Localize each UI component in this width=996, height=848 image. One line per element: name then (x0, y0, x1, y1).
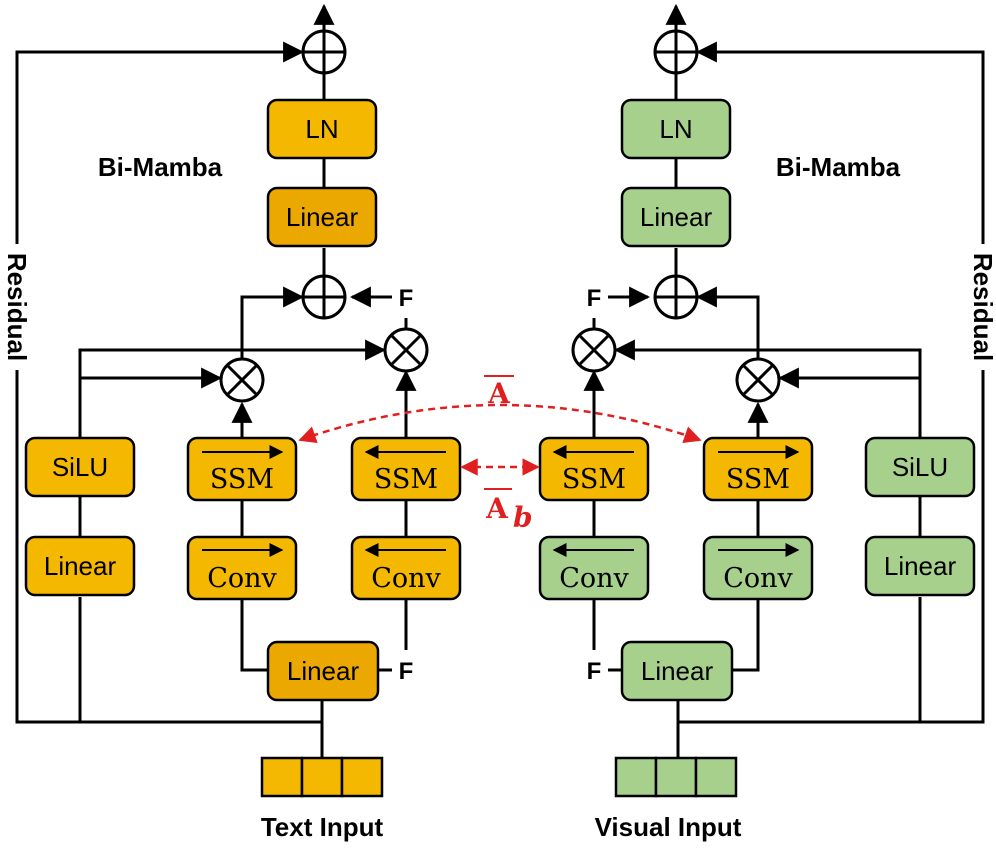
right-linear-in-label: Linear (641, 656, 714, 686)
left-bwd-multiply-icon (383, 327, 429, 373)
right-linear-gate-label: Linear (884, 551, 957, 581)
right-fwd-multiply-icon (735, 357, 781, 403)
right-silu-label: SiLU (892, 452, 948, 482)
right-sum-add-icon (653, 274, 699, 320)
left-linear-gate-block: Linear (24, 535, 136, 597)
text-input-tokens (260, 756, 384, 798)
left-flip-bottom-label: F (399, 658, 414, 685)
right-flip-bottom-label: F (587, 658, 602, 685)
right-residual-label: Residual (968, 253, 996, 361)
right-conv-fwd-block: Conv (702, 535, 814, 601)
left-conv-bwd-block: Conv (350, 535, 462, 601)
left-ln-label: LN (305, 114, 338, 144)
left-linear-out-label: Linear (286, 202, 359, 232)
right-ln-label: LN (659, 114, 692, 144)
right-bimamba-title: Bi-Mamba (776, 152, 901, 182)
visual-input-tokens (614, 756, 738, 798)
left-fwd-multiply-icon (219, 357, 265, 403)
left-bimamba-title: Bi-Mamba (98, 152, 223, 182)
left-silu-block: SiLU (24, 436, 136, 498)
left-conv-bwd-label: Conv (371, 563, 441, 594)
left-linear-in-block: Linear (266, 640, 380, 702)
left-linear-in-label: Linear (287, 656, 360, 686)
left-ssm-fwd-block: SSM (186, 436, 298, 502)
left-connections (15, 3, 417, 758)
right-blocks: LN Linear SiLU Linear SSM SSM Conv (538, 98, 976, 798)
shared-Ab-subscript: b (513, 501, 533, 534)
text-input-label: Text Input (261, 812, 384, 842)
left-conv-fwd-block: Conv (186, 535, 298, 601)
right-ssm-fwd-block: SSM (702, 436, 814, 502)
right-connections (583, 3, 985, 758)
right-flip-top-label: F (587, 285, 602, 312)
right-conv-fwd-label: Conv (723, 563, 793, 594)
right-linear-gate-block: Linear (864, 535, 976, 597)
labels: Bi-Mamba Bi-Mamba Text Input Visual Inpu… (2, 152, 996, 842)
operators (219, 29, 781, 403)
right-linear-in-block: Linear (620, 640, 734, 702)
left-conv-fwd-label: Conv (207, 563, 277, 594)
right-conv-bwd-block: Conv (538, 535, 650, 601)
left-ssm-bwd-block: SSM (350, 436, 462, 502)
left-sum-add-icon (301, 274, 347, 320)
left-silu-label: SiLU (52, 452, 108, 482)
right-top-add-icon (653, 29, 699, 75)
left-residual-line (15, 41, 322, 724)
shared-A-arrow (298, 403, 702, 444)
left-ssm-fwd-label: SSM (210, 464, 274, 495)
left-ssm-bwd-label: SSM (374, 464, 438, 495)
right-residual-line (678, 41, 985, 724)
right-linear-out-label: Linear (640, 202, 713, 232)
left-linear-out-block: Linear (266, 186, 378, 248)
right-ssm-fwd-label: SSM (726, 464, 790, 495)
left-ln-block: LN (266, 98, 378, 160)
right-conv-bwd-label: Conv (559, 563, 629, 594)
visual-input-label: Visual Input (595, 812, 742, 842)
left-residual-label: Residual (2, 253, 32, 361)
right-ssm-bwd-block: SSM (538, 436, 650, 502)
shared-params (298, 403, 702, 476)
left-flip-top-label: F (399, 285, 414, 312)
left-top-add-icon (301, 29, 347, 75)
right-linear-out-block: Linear (620, 186, 732, 248)
left-blocks: LN Linear SiLU Linear SSM SSM Conv (24, 98, 462, 798)
right-silu-block: SiLU (864, 436, 976, 498)
left-linear-gate-label: Linear (44, 551, 117, 581)
right-ssm-bwd-label: SSM (562, 464, 626, 495)
right-ln-block: LN (620, 98, 732, 160)
shared-A-label: A (487, 377, 511, 410)
right-bwd-multiply-icon (571, 327, 617, 373)
shared-Ab-label: A (485, 492, 509, 525)
shared-labels: A A b (484, 375, 533, 534)
